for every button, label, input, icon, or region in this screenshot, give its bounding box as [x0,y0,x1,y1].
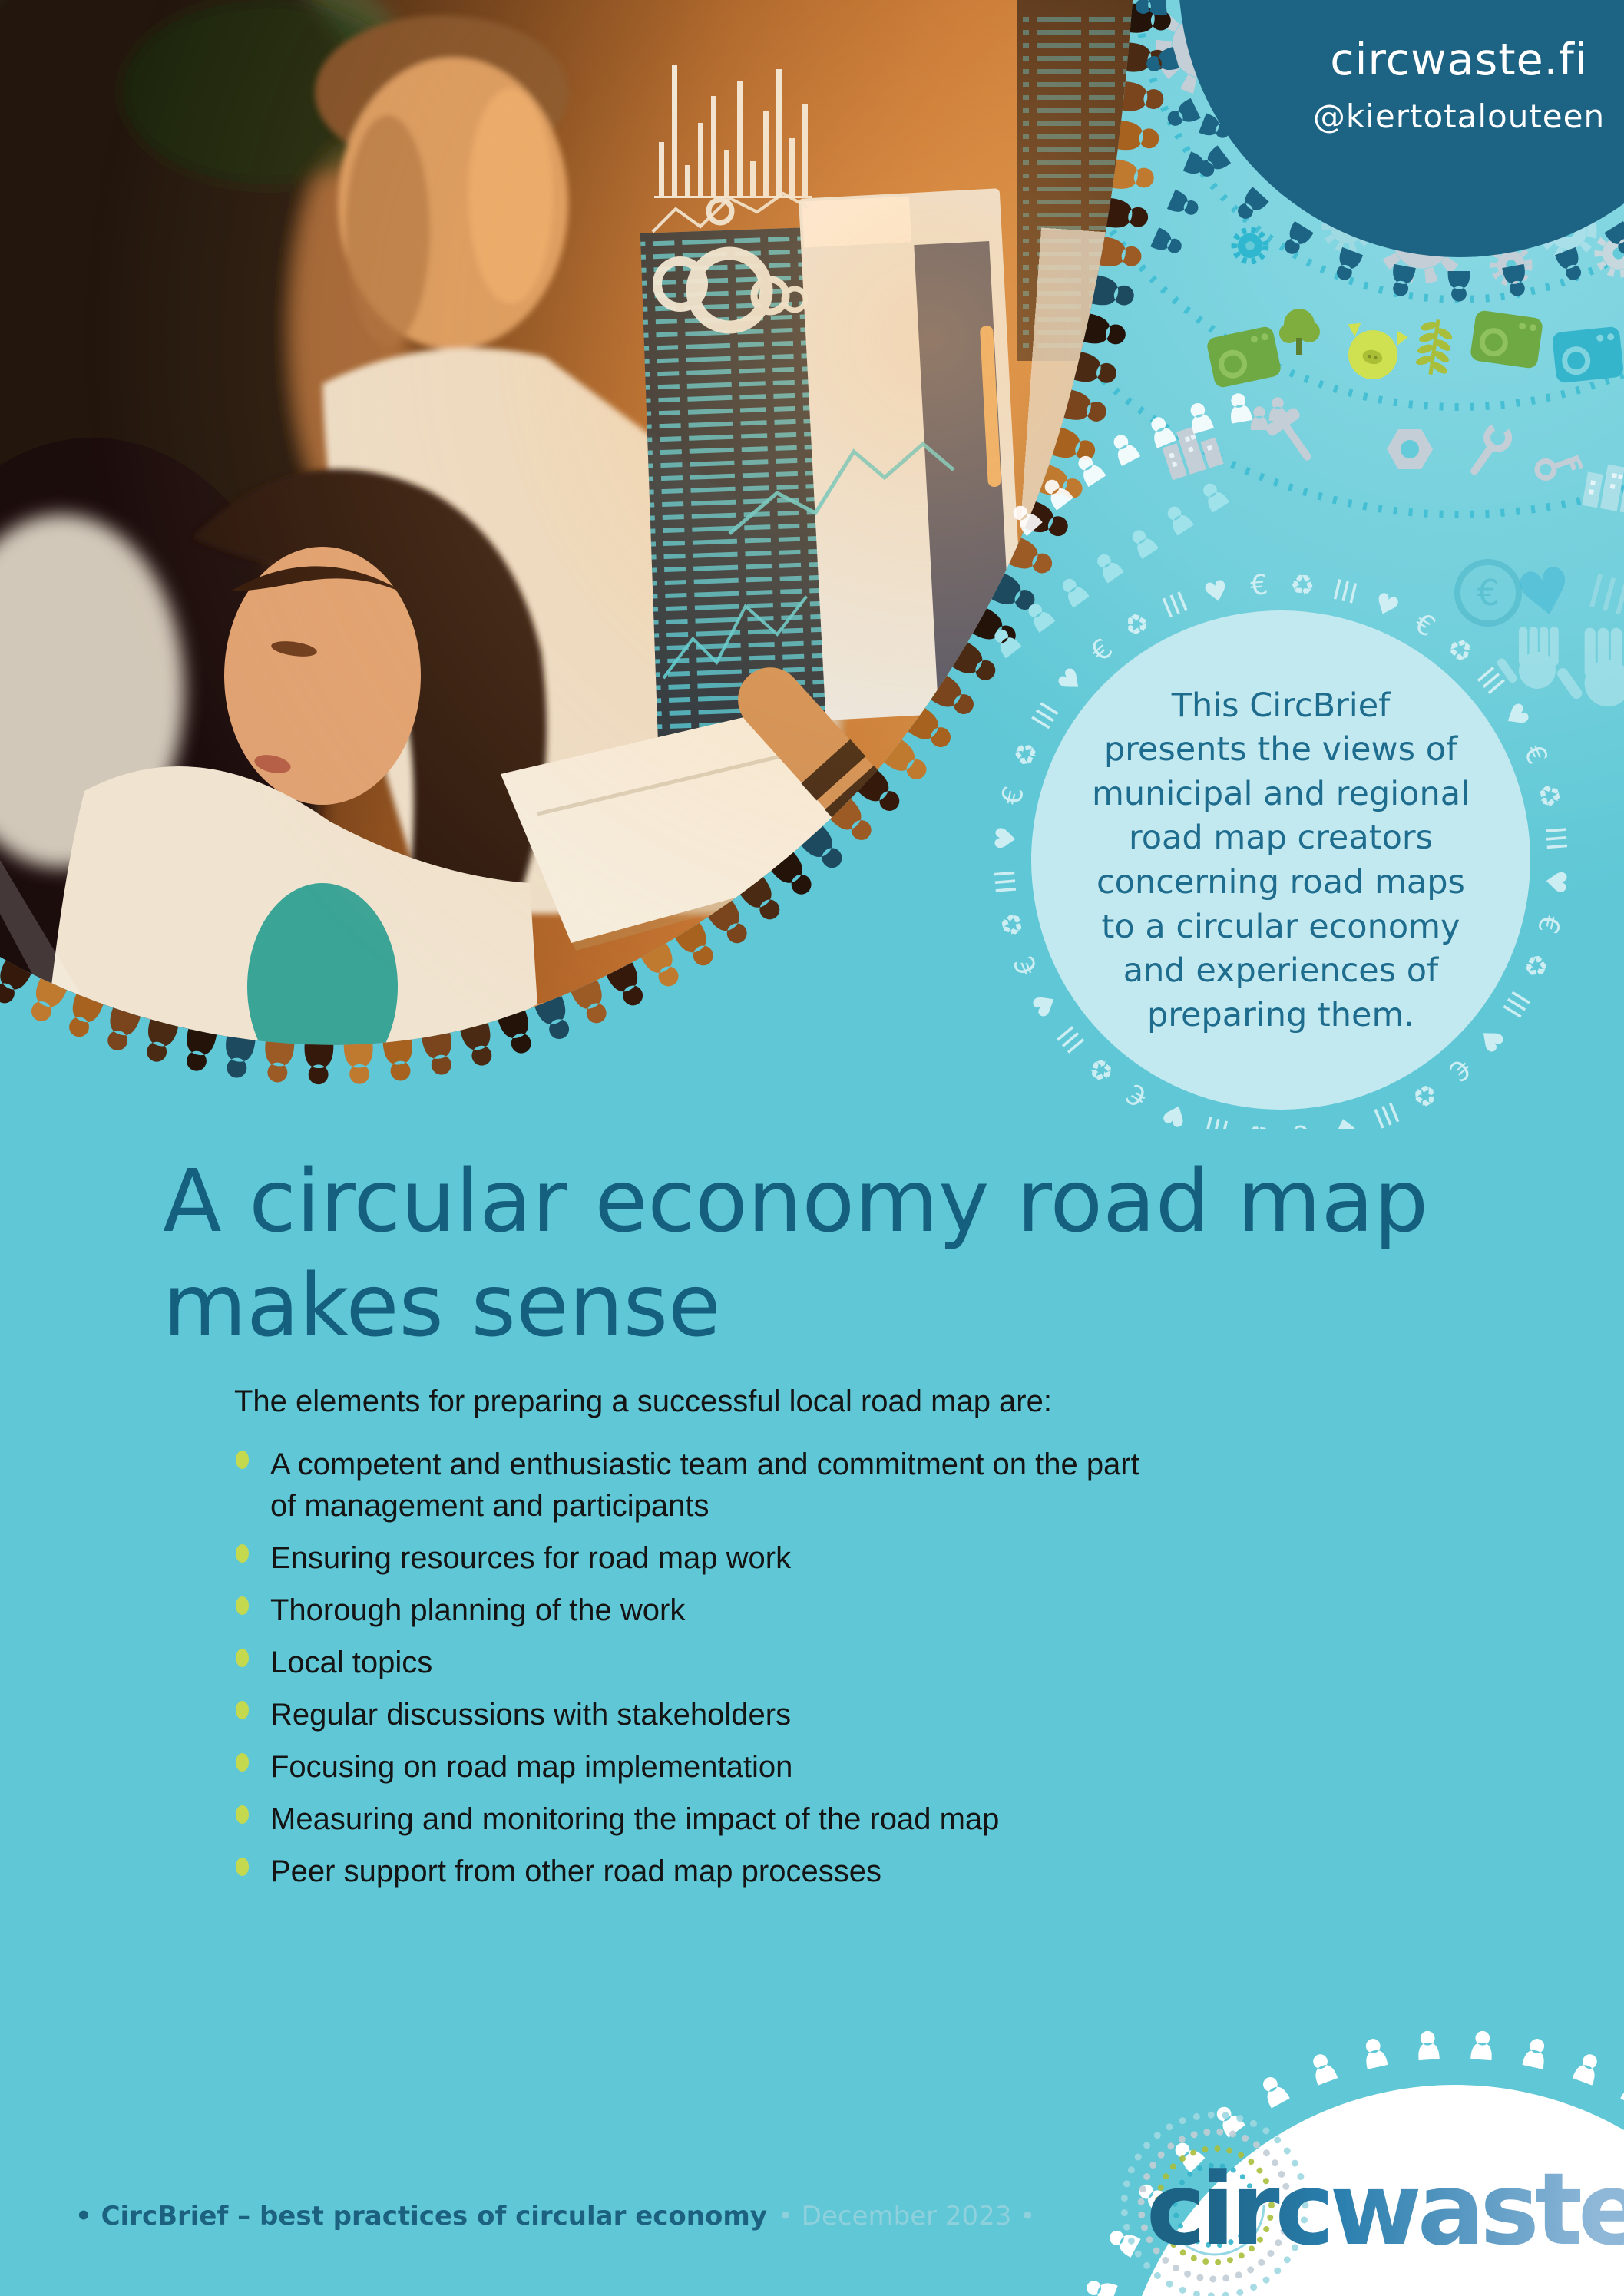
bullet-text: Measuring and monitoring the impact of t… [270,1802,1000,1836]
ring-icon: € [996,783,1030,808]
bullet-dot-icon [236,1596,249,1615]
page-title: A circular economy road map makes sense [163,1150,1428,1358]
washing-machine-icon [1552,326,1624,383]
bullet-dot-icon [236,1451,249,1469]
bullet-dot-icon [236,1753,249,1772]
ring-icon: ♻ [995,908,1031,940]
buildings-icon [1162,426,1224,481]
intro-line: preparing them. [1146,995,1415,1034]
bullet-dot-icon [236,1544,249,1563]
article-body: The elements for preparing a successful … [234,1381,1140,1903]
footer-series: • CircBrief – best practices of circular… [75,2201,767,2231]
intro-line: concerning road maps [1096,863,1465,902]
hand-icon [1497,627,1559,689]
circwaste-wordmark: circwaste [1146,2151,1624,2268]
intro-line: This CircBrief [1171,686,1391,725]
ring-icon: III [990,868,1023,895]
footer-date: • December 2023 • [777,2201,1036,2231]
site-title: circwaste.fi [1330,35,1588,85]
bullet-list: A competent and enthusiastic team and co… [234,1444,1140,1892]
washing-machine-icon [1470,310,1543,369]
bullet-text: Regular discussions with stakeholders [270,1698,792,1732]
ring-icon: ♻ [1288,569,1315,602]
ring-icon: ♥ [1539,868,1572,895]
ring-icon: € [1531,912,1566,937]
hammer-icon [1265,408,1311,461]
list-item: Ensuring resources for road map work [234,1537,1140,1579]
intro-line: presents the views of [1103,730,1458,769]
ring-icon: € [1292,1118,1312,1129]
bullet-dot-icon [236,1805,249,1824]
nut-icon [1387,429,1433,469]
gear-icon [1231,227,1269,265]
ring-icon: € [1121,1077,1153,1113]
intro-line: and experiences of [1123,951,1439,991]
ring-icon: ♻ [1406,1075,1444,1115]
ring-icon: ♥ [990,825,1023,852]
list-item: Peer support from other road map process… [234,1851,1140,1892]
intro-line: road map creators [1129,819,1433,858]
bullet-dot-icon [236,1701,249,1719]
social-handle: @kiertotalouteen [1312,98,1606,135]
photo [0,0,1133,1045]
hand-icon [1557,627,1624,707]
svg-text:€: € [1477,572,1499,614]
ring-icon: ♻ [1245,1118,1272,1129]
intro-circle-icon-ring: ♥€♻III♥€♻III♥€♻III♥€♻III♥€♻III♥€♻III♥€♻I… [990,569,1572,1129]
ring-icon: III [1201,1110,1232,1129]
masthead-badge: circwaste.fi @kiertotalouteen [1194,35,1624,135]
circwaste-logo-badge: circwaste [1083,2030,1624,2296]
list-item: A competent and enthusiastic team and co… [234,1444,1140,1527]
buildings-icon [1582,464,1624,514]
intro-circle-text: This CircBrief presents the views of mun… [1050,643,1511,1078]
list-item: Thorough planning of the work [234,1590,1140,1631]
washing-machine-icon [1207,326,1281,388]
key-icon [1534,455,1584,481]
list-item: Local topics [234,1642,1140,1683]
bullet-dot-icon [236,1649,249,1667]
ring-icon: III [1539,825,1572,852]
bullet-text: A competent and enthusiastic team and co… [270,1447,1139,1523]
list-item: Focusing on road map implementation [234,1746,1140,1788]
pig-icon [1348,323,1408,379]
list-item: Regular discussions with stakeholders [234,1694,1140,1735]
intro-line: to a circular economy [1101,907,1460,946]
bullet-text: Focusing on road map implementation [270,1750,793,1784]
bullet-text: Thorough planning of the work [270,1593,686,1627]
intro-line: municipal and regional [1091,774,1470,813]
masthead-badge-circle [1179,0,1624,257]
page-footer: • CircBrief – best practices of circular… [75,2201,1035,2231]
logo-spiral-icon [1120,2111,1309,2296]
logo-circle [1142,2085,1624,2296]
tree-icon [1279,309,1320,355]
ring-icon: III [1369,1095,1404,1129]
page-title-line-2: makes sense [163,1256,721,1356]
ring-icon: € [1008,951,1044,980]
bullet-text: Peer support from other road map process… [270,1854,881,1888]
fern-icon [1415,319,1453,375]
hero-photo-illustration: ♥€♻III♥€♻III♥€♻III♥€♻III♥€♻III♥€♻III♥€♻I… [0,0,1624,1129]
intro-circle [1031,610,1530,1110]
ring-icon: ♻ [1516,948,1554,983]
bullet-dot-icon [236,1858,249,1876]
lead-paragraph: The elements for preparing a successful … [234,1385,1052,1418]
bullet-text: Ensuring resources for road map work [270,1541,792,1575]
ring-icon: ♥ [1158,1095,1193,1129]
bullet-text: Local topics [270,1646,433,1679]
page-title-line-1: A circular economy road map [163,1152,1429,1252]
euro-icon: € [1454,559,1522,627]
ring-icon: € [1249,569,1269,602]
wrench-icon [1470,423,1513,475]
list-item: Measuring and monitoring the impact of t… [234,1798,1140,1840]
ring-icon: ♥ [1329,1110,1361,1129]
